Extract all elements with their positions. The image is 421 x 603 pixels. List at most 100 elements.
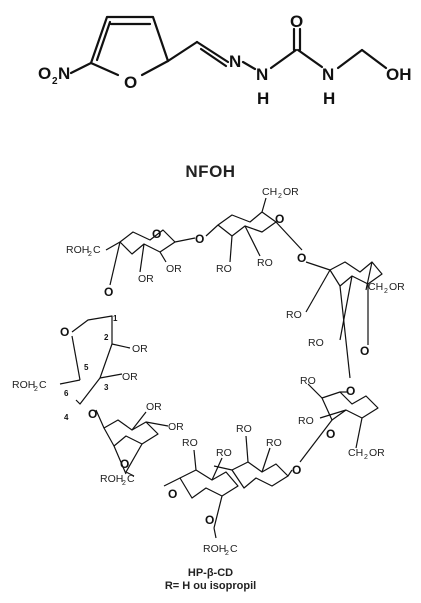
bond-ch2-oh (360, 48, 388, 70)
or-group: OR (168, 421, 184, 433)
bond (213, 495, 223, 529)
bond (355, 417, 363, 449)
glycosidic-bond (95, 409, 105, 429)
bond-c-n (296, 48, 324, 69)
glycosidic-bond (174, 237, 196, 243)
bond (211, 457, 223, 481)
or-group: OR (122, 371, 138, 383)
ro-group: RO (308, 337, 324, 349)
ro-group: RO (257, 257, 273, 269)
subscript: 2 (278, 193, 282, 200)
ch2or-group-or: OR (369, 447, 385, 459)
roh2c-group: ROH (203, 543, 226, 555)
bond (339, 275, 353, 341)
ch2or-group-or: OR (389, 281, 405, 293)
carbon-number-4: 4 (64, 413, 69, 422)
glycosidic-bond (109, 241, 121, 286)
or-group: OR (138, 273, 154, 285)
roh2c-group: ROH (66, 244, 89, 256)
glucose-ring-7 (103, 419, 159, 447)
bond (159, 251, 167, 263)
bond (305, 269, 331, 313)
amide-nitrogen: N (322, 65, 334, 84)
bond-c2-ch (166, 40, 199, 63)
carbon-number-6: 6 (64, 389, 69, 398)
subscript: 2 (122, 480, 126, 487)
bond-n-n (241, 60, 257, 71)
glycosidic-bond (339, 285, 351, 379)
hp-beta-cd-structure: ROH 2 C O OR OR O O CH 2 OR O RO RO O CH… (12, 186, 405, 557)
ring-oxygen: O (60, 325, 69, 339)
bridge-oxygen: O (195, 232, 204, 246)
bond (244, 225, 261, 257)
bond (229, 235, 233, 263)
glucose-ring-1 (119, 229, 176, 255)
subscript: 2 (88, 251, 92, 258)
bond (261, 447, 271, 473)
glucose-ring-4 (321, 391, 379, 421)
ro-group: RO (298, 415, 314, 427)
carbon-number-2: 2 (104, 333, 109, 342)
bond (139, 243, 145, 273)
ring-oxygen: O (205, 513, 214, 527)
furan-ring-upper (89, 15, 170, 65)
or-group: OR (146, 401, 162, 413)
ro-group: RO (236, 423, 252, 435)
bridge-oxygen: O (88, 407, 97, 421)
bond-n-c (269, 48, 298, 70)
carbon-number-5: 5 (84, 363, 89, 372)
ring-oxygen: O (120, 457, 129, 471)
roh2c-group-c: C (93, 244, 101, 256)
bond-ch-n-1 (195, 40, 230, 64)
bond-c2-o (140, 59, 170, 77)
nitro-nitrogen: N (58, 64, 70, 83)
bond (205, 224, 219, 237)
or-group: OR (166, 263, 182, 275)
nitro-subscript: 2 (52, 76, 58, 87)
bond (245, 435, 249, 463)
bond (305, 261, 331, 271)
bond (145, 421, 169, 427)
carbonyl-oxygen: O (290, 12, 303, 31)
or-group: OR (132, 343, 148, 355)
bond-nitro-c5 (69, 61, 93, 75)
glucose-ring-5 (231, 461, 289, 489)
nfoh-label: NFOH (185, 162, 236, 181)
bridge-oxygen: O (104, 285, 113, 299)
furan-double-bond-left (95, 20, 112, 62)
hp-beta-cd-caption: HP-β-CD R= H ou isopropil (0, 567, 421, 593)
bridge-oxygen: O (168, 487, 177, 501)
ring-oxygen: O (326, 427, 335, 441)
bond (193, 449, 197, 471)
bridge-oxygen: O (346, 384, 355, 398)
glycosidic-bond (275, 221, 303, 251)
nitro-oxygen: O (38, 64, 51, 83)
carbon-number-1: 1 (113, 314, 118, 323)
hydroxyl-group: OH (386, 65, 412, 84)
bond (365, 261, 373, 291)
subscript: 2 (225, 550, 229, 557)
bond-ch-n-2 (199, 47, 228, 68)
bond (71, 335, 81, 381)
ch2or-group: CH (348, 447, 363, 459)
bond (113, 445, 127, 475)
glycosidic-bond (213, 465, 233, 471)
subscript: 2 (34, 386, 38, 393)
bond (213, 527, 217, 539)
bridge-oxygen: O (297, 251, 306, 265)
ring-oxygen: O (360, 344, 369, 358)
glucose-ring-2 (217, 211, 277, 237)
bond (319, 409, 347, 419)
ring-oxygen: O (275, 212, 284, 226)
nfoh-structure: O 2 N O N N H O N H OH (38, 12, 412, 108)
subscript: 2 (364, 454, 368, 461)
roh2c-group-c: C (127, 473, 135, 485)
bond (59, 379, 81, 385)
ch2or-group: CH (368, 281, 383, 293)
hp-beta-cd-name: HP-β-CD (187, 567, 234, 579)
azo-nitrogen-1: N (229, 52, 241, 71)
furan-oxygen: O (124, 73, 137, 92)
ro-group: RO (216, 263, 232, 275)
nh-hydrogen-1: H (257, 89, 269, 108)
